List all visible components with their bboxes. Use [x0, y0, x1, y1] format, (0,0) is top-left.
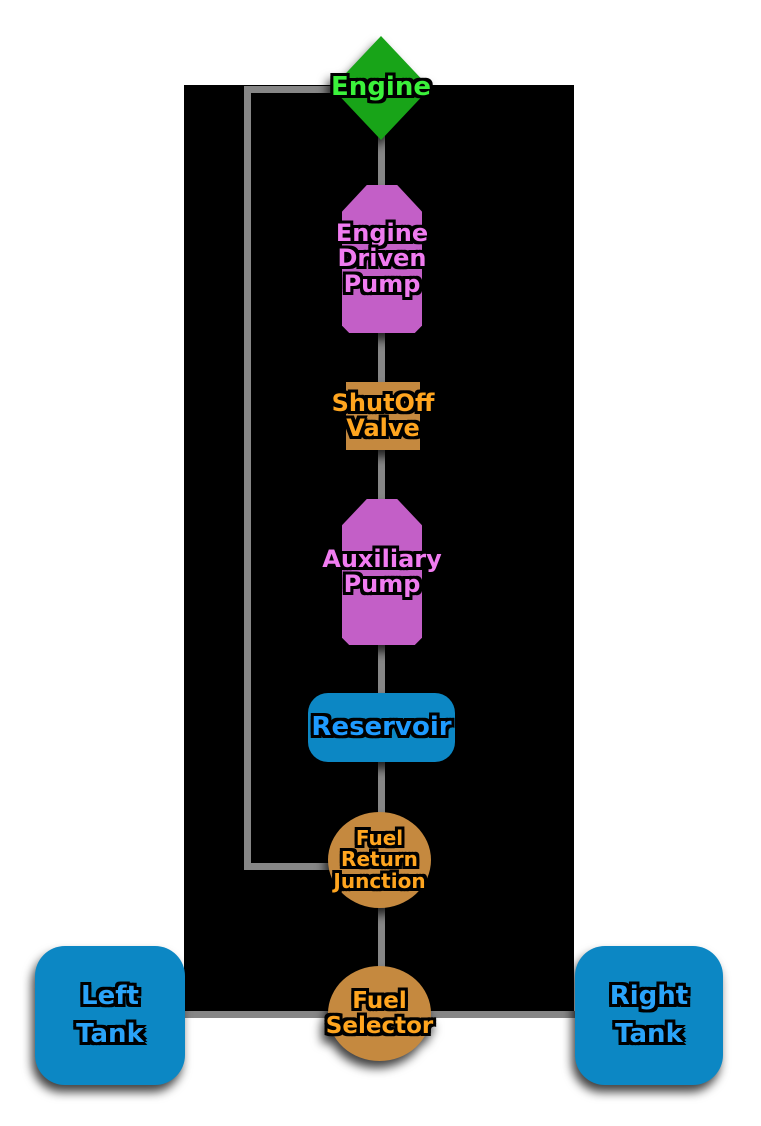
fuel-selector-label: Fuel Selector	[325, 988, 434, 1039]
shutoff-valve-label: ShutOff Valve	[331, 388, 435, 442]
node-engine-driven-pump[interactable]: Engine Driven Pump	[336, 185, 428, 333]
fuel-selector-shape	[328, 966, 431, 1061]
fuel-return-junction-shape	[328, 812, 431, 908]
right-tank-label: Right Tank	[609, 980, 689, 1049]
fuel-return-junction-label: Fuel Return Junction	[333, 826, 426, 893]
node-shutoff-valve[interactable]: ShutOff Valve	[332, 382, 434, 450]
pipe-engine-return-vertical	[244, 86, 251, 870]
auxiliary-pump-shape	[342, 499, 422, 645]
node-auxiliary-pump[interactable]: Auxiliary Pump	[322, 499, 442, 645]
engine-driven-pump-shape	[342, 185, 422, 333]
node-fuel-selector[interactable]: Fuel Selector	[325, 966, 434, 1061]
pipe-engine-return-bottom	[244, 863, 381, 870]
engine-label: Engine	[331, 72, 431, 103]
reservoir-label: Reservoir	[311, 711, 452, 742]
node-fuel-return-junction[interactable]: Fuel Return Junction	[328, 812, 431, 908]
engine-driven-pump-label: Engine Driven Pump	[335, 218, 429, 298]
node-engine[interactable]: Engine	[331, 36, 431, 140]
node-left-tank[interactable]: Left Tank	[35, 946, 185, 1085]
auxiliary-pump-label: Auxiliary Pump	[322, 544, 442, 598]
left-tank-label: Left Tank	[76, 980, 144, 1049]
node-right-tank[interactable]: Right Tank	[575, 946, 723, 1085]
right-tank-shape	[575, 946, 723, 1085]
reservoir-shape	[308, 693, 455, 762]
left-tank-shape	[35, 946, 185, 1085]
node-reservoir[interactable]: Reservoir	[308, 693, 455, 762]
pipe-engine-return-top	[244, 86, 360, 93]
shutoff-valve-shape	[346, 382, 420, 450]
